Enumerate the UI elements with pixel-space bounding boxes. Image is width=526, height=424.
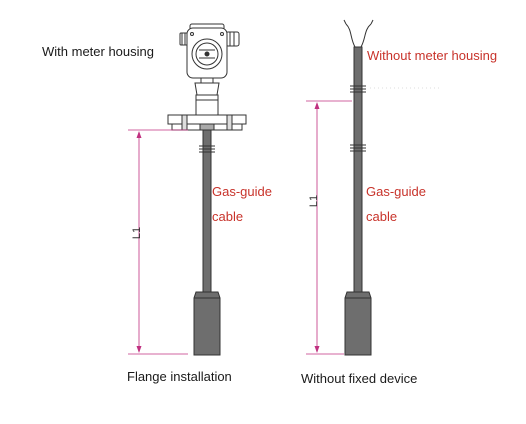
- dimension-label-right: L1: [308, 195, 320, 207]
- dimension-line-icon: [128, 129, 188, 355]
- cable-icon: [350, 46, 366, 293]
- with-meter-housing-label: With meter housing: [42, 44, 154, 59]
- flange-icon: [167, 114, 247, 131]
- cable-label-right: cable: [366, 209, 398, 224]
- probe-icon: [193, 291, 221, 356]
- cable-label-left: cable: [212, 209, 244, 224]
- flange-installation-caption: Flange installation: [127, 369, 232, 384]
- probe-icon: [344, 291, 372, 356]
- gas-guide-label-right: Gas-guide: [366, 184, 426, 199]
- dimension-line-icon: [306, 100, 352, 355]
- meter-housing-icon: [179, 23, 240, 116]
- without-fixed-device-caption: Without fixed device: [301, 371, 418, 386]
- cable-end-icon: [343, 19, 374, 48]
- left-device: L1: [128, 23, 247, 356]
- dimension-label-left: L1: [131, 227, 143, 239]
- without-meter-housing-label: Without meter housing: [367, 48, 498, 63]
- gas-guide-label-left: Gas-guide: [212, 184, 272, 199]
- right-device: L1: [306, 19, 440, 356]
